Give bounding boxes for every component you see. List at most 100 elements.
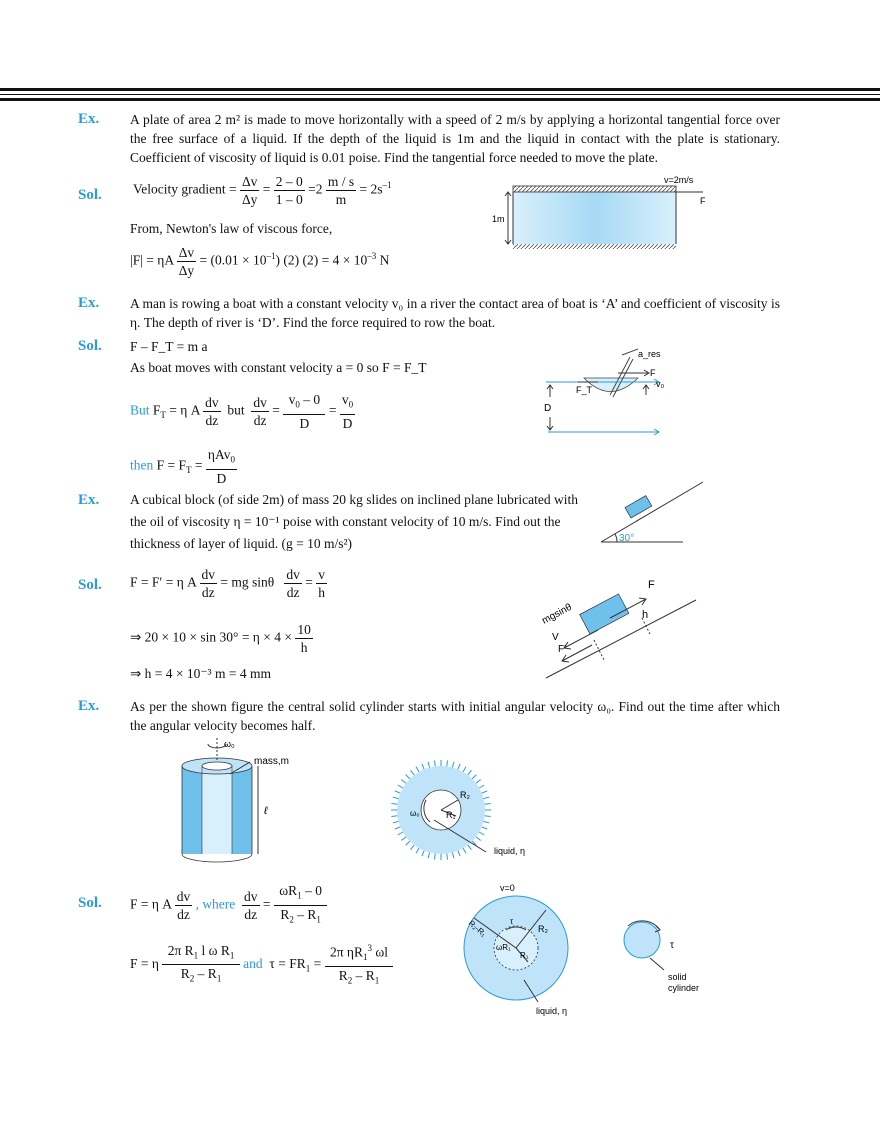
- block-f-label: F: [648, 579, 655, 591]
- wall-tick: [421, 850, 425, 857]
- an-r1-label: R₁: [520, 951, 529, 960]
- plate-force-label: F: [700, 196, 706, 206]
- wall-tick: [394, 826, 401, 830]
- block-fprime-label: F': [558, 644, 566, 655]
- wall-tick: [483, 796, 490, 800]
- wall-tick: [392, 796, 399, 800]
- boat-d-label: D: [544, 403, 551, 414]
- wall-tick: [433, 760, 436, 767]
- incline-figure: 30°: [600, 481, 704, 544]
- sc-solid-label: solid: [668, 972, 687, 982]
- cyl-length-label: ℓ: [263, 805, 268, 817]
- sc-cylinder-label: cylinder: [668, 983, 699, 993]
- sol2-label: Sol.: [78, 338, 102, 354]
- sol4-label: Sol.: [78, 895, 102, 911]
- wall-tick: [427, 761, 431, 768]
- wall-tick: [391, 815, 398, 818]
- wall-tick: [446, 760, 449, 767]
- block-mg-label: mgsinθ: [540, 602, 574, 627]
- wall-tick: [481, 790, 488, 794]
- wall-tick: [457, 763, 461, 770]
- wall-tick: [484, 815, 491, 818]
- wall-tick: [478, 784, 485, 789]
- an-r2-label: R₂: [538, 924, 548, 934]
- cyl-omega-label: ω₀: [224, 739, 235, 749]
- boat-ft-label: F_T: [576, 385, 593, 395]
- wall-tick: [451, 761, 455, 768]
- wall-tick: [467, 844, 472, 850]
- sol2-line1: F – F_T = m a: [130, 339, 208, 354]
- wall-tick: [433, 853, 436, 860]
- cs-omega-label: ω₀: [410, 809, 420, 818]
- cs-r2-label: R₂: [460, 790, 470, 800]
- annulus-figure: v=0 τ R₂ R₁ ωR₁ R₂-R₁ liquid, η: [463, 883, 569, 1016]
- wall-tick: [471, 774, 477, 780]
- wall-tick: [410, 770, 415, 776]
- an-wr-label: ωR₁: [496, 943, 511, 952]
- wall-tick: [427, 852, 431, 859]
- wall-tick: [478, 831, 485, 836]
- sol2-line2: As boat moves with constant velocity a =…: [130, 360, 427, 375]
- ex3-problem-l1: A cubical block (of side 2m) of mass 20 …: [130, 492, 579, 507]
- vg-label: Velocity gradient =: [133, 181, 237, 197]
- wall-tick: [475, 836, 481, 841]
- sol3-line3: ⇒ h = 4 × 10⁻³ m = 4 mm: [130, 666, 271, 681]
- wall-tick: [415, 766, 420, 773]
- an-tau-label: τ: [510, 917, 514, 926]
- wall-tick: [397, 784, 404, 789]
- ex2-label: Ex.: [78, 295, 100, 311]
- sol1-label: Sol.: [78, 187, 102, 203]
- plate-figure: v=2m/s F 1m: [492, 175, 706, 249]
- solid-cylinder-figure: τ solid cylinder: [623, 920, 699, 993]
- header-rule-2: [0, 94, 880, 95]
- plate-depth-label: 1m: [492, 214, 505, 224]
- sol4-line2: F = η 2π R1 l ω R1 R2 – R1 and τ = FR1 =…: [130, 940, 394, 990]
- wall-tick: [462, 766, 467, 773]
- wall-tick: [421, 763, 425, 770]
- wall-tick: [481, 826, 488, 830]
- wall-tick: [394, 790, 401, 794]
- sol3-label: Sol.: [78, 577, 102, 593]
- block-forces-figure: F mgsinθ V F' h: [540, 579, 697, 679]
- wall-tick: [397, 831, 404, 836]
- ex4-problem: As per the shown figure the central soli…: [130, 699, 780, 733]
- plate-velocity-label: v=2m/s: [664, 175, 694, 185]
- header-rule-3: [0, 98, 880, 101]
- ex3-label: Ex.: [78, 492, 100, 508]
- ex3-problem-l2: the oil of viscosity η = 10⁻¹ poise with…: [130, 514, 561, 529]
- incline-angle: 30°: [619, 533, 634, 544]
- wall-tick: [401, 779, 407, 784]
- wall-tick: [446, 853, 449, 860]
- header-rule-1: [0, 88, 880, 91]
- ex1-label: Ex.: [78, 111, 100, 127]
- where-word: , where: [195, 896, 236, 912]
- wall-tick: [405, 840, 411, 846]
- wall-tick: [462, 847, 467, 854]
- boat-figure: a_res F F_T v₀ D: [544, 348, 665, 436]
- cross-section-figure: R₂ R₁ ω₀ liquid, η: [391, 760, 525, 860]
- wall-tick: [405, 774, 411, 780]
- boat-acc-label: a_res: [638, 349, 661, 359]
- block-h-label: h: [642, 609, 648, 621]
- ex1-problem: A plate of area 2 m² is made to move hor…: [130, 112, 780, 165]
- ex2-problem: A man is rowing a boat with a constant v…: [130, 296, 780, 330]
- wall-tick: [457, 850, 461, 857]
- cs-liquid-label: liquid, η: [494, 846, 525, 856]
- wall-tick: [467, 770, 472, 776]
- wall-tick: [391, 802, 398, 805]
- but-word: But: [130, 402, 150, 418]
- wall-tick: [483, 820, 490, 824]
- sol1-newton-text: From, Newton's law of viscous force,: [130, 221, 333, 236]
- wall-tick: [475, 779, 481, 784]
- wall-tick: [415, 847, 420, 854]
- wall-tick: [392, 820, 399, 824]
- but-word-2: but: [227, 402, 245, 418]
- ex3-problem-l3: thickness of layer of liquid. (g = 10 m/…: [130, 536, 352, 551]
- cylinder-figure: ω₀ mass,m ℓ: [181, 738, 289, 863]
- an-liquid-label: liquid, η: [536, 1006, 567, 1016]
- then-word: then: [130, 457, 154, 473]
